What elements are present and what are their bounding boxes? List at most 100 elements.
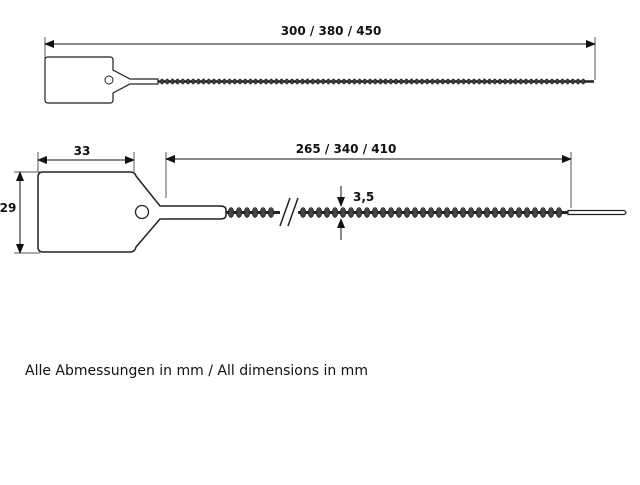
strap-bead <box>206 78 211 85</box>
strap-bead <box>570 78 575 85</box>
overview-strap-beads <box>160 78 586 85</box>
strap-bead <box>513 78 518 85</box>
strap-bead <box>290 78 294 85</box>
strap-bead <box>531 207 539 218</box>
strap-bead <box>456 78 461 85</box>
strap-bead <box>544 78 549 85</box>
strap-bead <box>435 78 440 85</box>
detail-strap-tail <box>567 209 627 216</box>
strap-bead <box>253 78 258 85</box>
strap-bead <box>491 207 499 218</box>
strap-bead <box>180 78 185 85</box>
strap-bead <box>267 207 275 218</box>
strap-bead <box>243 78 248 85</box>
strap-bead <box>508 78 513 85</box>
strap-bead <box>238 78 242 85</box>
strap-bead <box>430 78 435 85</box>
strap-bead <box>336 78 341 85</box>
strap-bead <box>315 207 323 218</box>
strap-bead <box>518 78 523 85</box>
strap-bead <box>279 78 284 85</box>
strap-bead <box>191 78 196 85</box>
strap-bead <box>227 78 232 85</box>
strap-bead <box>581 78 586 85</box>
strap-bead <box>323 207 331 218</box>
strap-bead <box>446 78 450 85</box>
strap-bead <box>524 78 528 85</box>
strap-bead <box>534 78 539 85</box>
strap-bead <box>352 78 357 85</box>
strap-bead <box>459 207 467 218</box>
strap-bead <box>472 78 476 85</box>
overview-tag-body <box>44 56 159 104</box>
strap-bead <box>427 207 435 218</box>
strap-bead <box>355 207 363 218</box>
strap-bead <box>201 78 206 85</box>
strap-bead <box>232 78 237 85</box>
detail-seal: 33 29 265 / 340 / 410 3,5 <box>0 142 627 254</box>
strap-bead <box>387 207 395 218</box>
strap-thickness-label: 3,5 <box>353 190 374 204</box>
strap-bead <box>492 78 497 85</box>
strap-bead <box>467 207 475 218</box>
strap-bead <box>403 207 411 218</box>
strap-bead <box>259 207 267 218</box>
strap-bead <box>347 207 355 218</box>
strap-bead <box>394 78 398 85</box>
strap-bead <box>300 78 305 85</box>
strap-bead <box>363 207 371 218</box>
strap-bead <box>550 78 554 85</box>
overview-tag-hole <box>104 75 114 85</box>
strap-bead <box>503 78 508 85</box>
strap-bead <box>371 207 379 218</box>
strap-bead <box>368 78 372 85</box>
strap-bead <box>555 78 560 85</box>
strap-bead <box>515 207 523 218</box>
strap-bead <box>347 78 352 85</box>
strap-bead <box>499 207 507 218</box>
strap-bead <box>274 78 279 85</box>
detail-strap-beads <box>227 207 563 218</box>
strap-bead <box>482 78 487 85</box>
strap-bead <box>451 207 459 218</box>
strap-bead <box>466 78 471 85</box>
strap-bead <box>404 78 409 85</box>
tag-width-label: 33 <box>74 144 91 158</box>
strap-bead <box>529 78 534 85</box>
strap-bead <box>251 207 259 218</box>
strap-bead <box>175 78 180 85</box>
detail-tag-hole <box>134 204 150 220</box>
strap-bead <box>483 207 491 218</box>
strap-bead <box>477 78 482 85</box>
strap-bead <box>217 78 222 85</box>
strap-bead <box>248 78 253 85</box>
strap-bead <box>451 78 456 85</box>
tag-height-label: 29 <box>0 201 16 215</box>
strap-bead <box>305 78 310 85</box>
strap-bead <box>411 207 419 218</box>
strap-bead <box>269 78 274 85</box>
strap-bead <box>326 78 331 85</box>
strap-bead <box>212 78 216 85</box>
strap-bead <box>414 78 419 85</box>
detail-tag-body <box>37 171 227 253</box>
strap-bead <box>222 78 227 85</box>
strap-bead <box>186 78 190 85</box>
strap-bead <box>379 207 387 218</box>
strap-bead <box>362 78 367 85</box>
strap-bead <box>339 207 347 218</box>
strap-bead <box>170 78 175 85</box>
strap-bead <box>331 78 336 85</box>
strap-bead <box>539 207 547 218</box>
strap-bead <box>307 207 315 218</box>
strap-bead <box>227 207 235 218</box>
strap-bead <box>555 207 563 218</box>
strap-bead <box>576 78 580 85</box>
strap-bead <box>388 78 393 85</box>
strap-bead <box>235 207 243 218</box>
strap-bead <box>196 78 201 85</box>
strap-bead <box>547 207 555 218</box>
strap-bead <box>560 78 565 85</box>
